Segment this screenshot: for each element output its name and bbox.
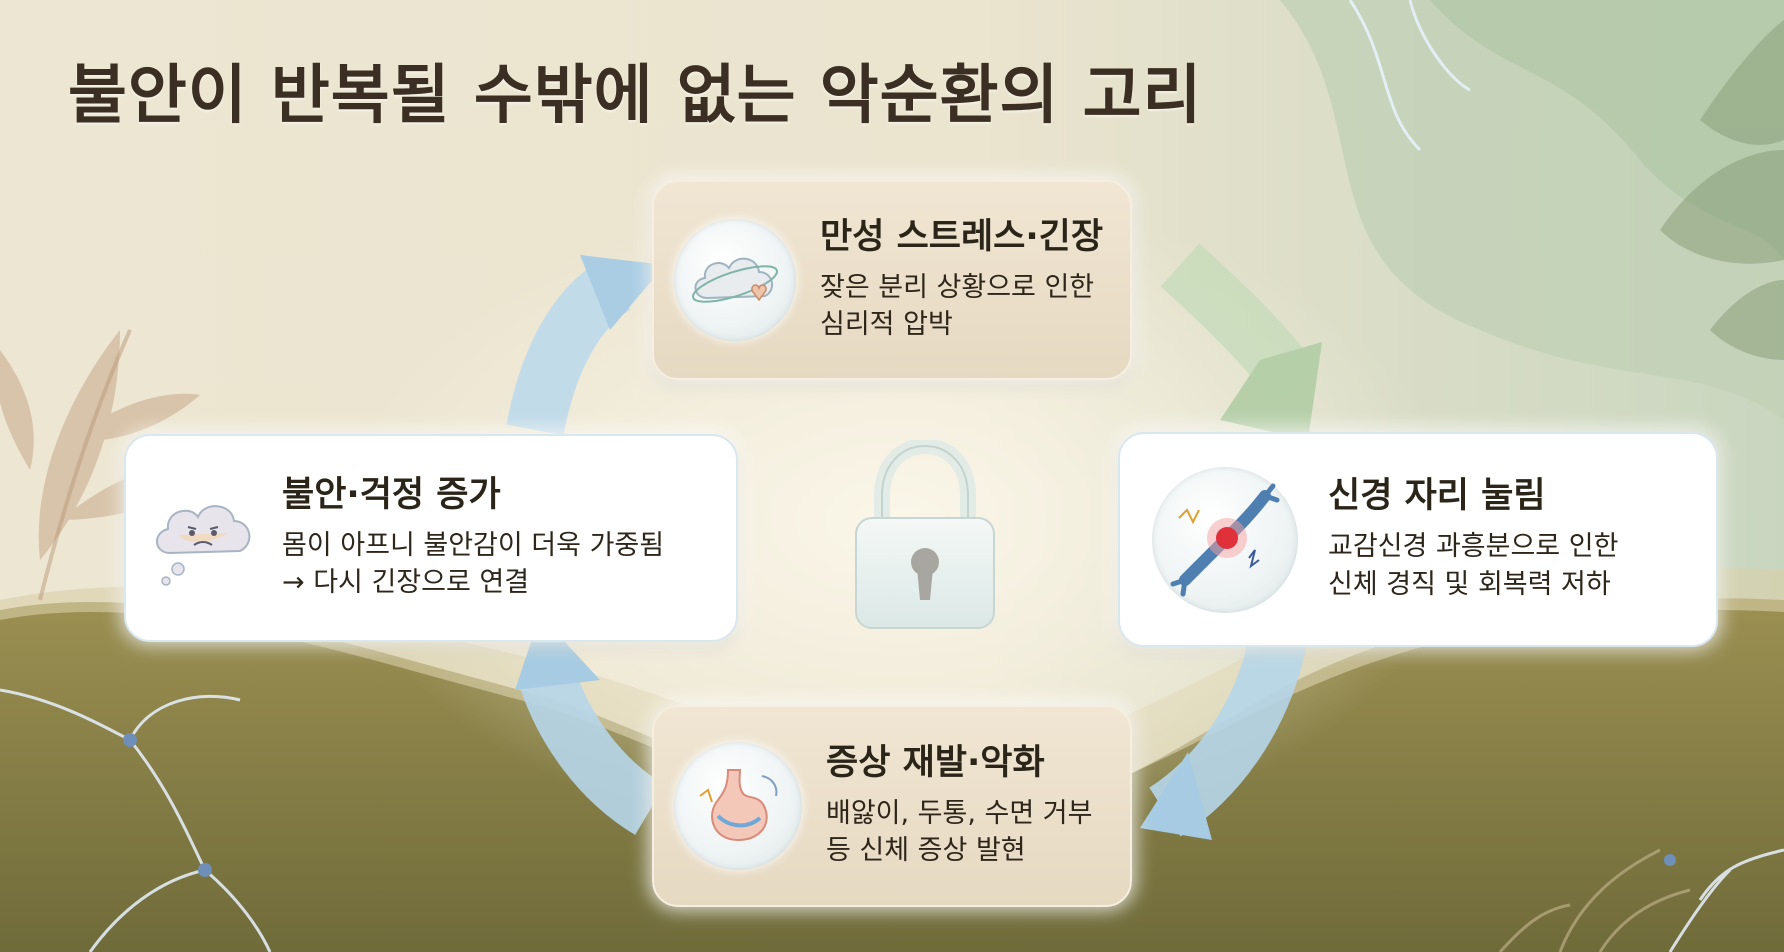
node-description: 몸이 아프니 불안감이 더욱 가중됨 → 다시 긴장으로 연결	[282, 529, 665, 599]
node-title: 불안·걱정 증가	[282, 474, 501, 515]
node-description: 교감신경 과흥분으로 인한 신체 경직 및 회복력 저하	[1328, 531, 1619, 600]
node-nerve-compression: 신경 자리 눌림 교감신경 과흥분으로 인한 신체 경직 및 회복력 저하	[1118, 432, 1718, 647]
cloud-heart-icon	[674, 219, 796, 341]
stomach-icon	[674, 742, 802, 870]
node-title: 신경 자리 눌림	[1328, 476, 1546, 517]
arrow-anxiety-to-stress	[506, 255, 665, 436]
node-title: 증상 재발·악화	[826, 742, 1045, 783]
node-anxiety-increase: 불안·걱정 증가 몸이 아프니 불안감이 더욱 가중됨 → 다시 긴장으로 연결	[124, 434, 738, 642]
lock-icon	[850, 437, 1000, 639]
pinched-nerve-icon	[1152, 466, 1298, 613]
node-symptom-relapse: 증상 재발·악화 배앓이, 두통, 수면 거부 등 신체 증상 발현	[652, 705, 1132, 907]
node-chronic-stress: 만성 스트레스·긴장 잦은 분리 상황으로 인한 심리적 압박	[652, 180, 1132, 380]
node-description: 잦은 분리 상황으로 인한 심리적 압박	[820, 271, 1095, 341]
node-description: 배앓이, 두통, 수면 거부 등 신체 증상 발현	[826, 797, 1093, 867]
worried-cloud-icon	[148, 479, 266, 597]
page-title: 불안이 반복될 수밖에 없는 악순환의 고리	[68, 59, 1203, 133]
arrow-nerve-to-symptom	[1140, 633, 1307, 840]
arrow-stress-to-nerve	[1160, 243, 1322, 440]
node-title: 만성 스트레스·긴장	[820, 216, 1104, 257]
